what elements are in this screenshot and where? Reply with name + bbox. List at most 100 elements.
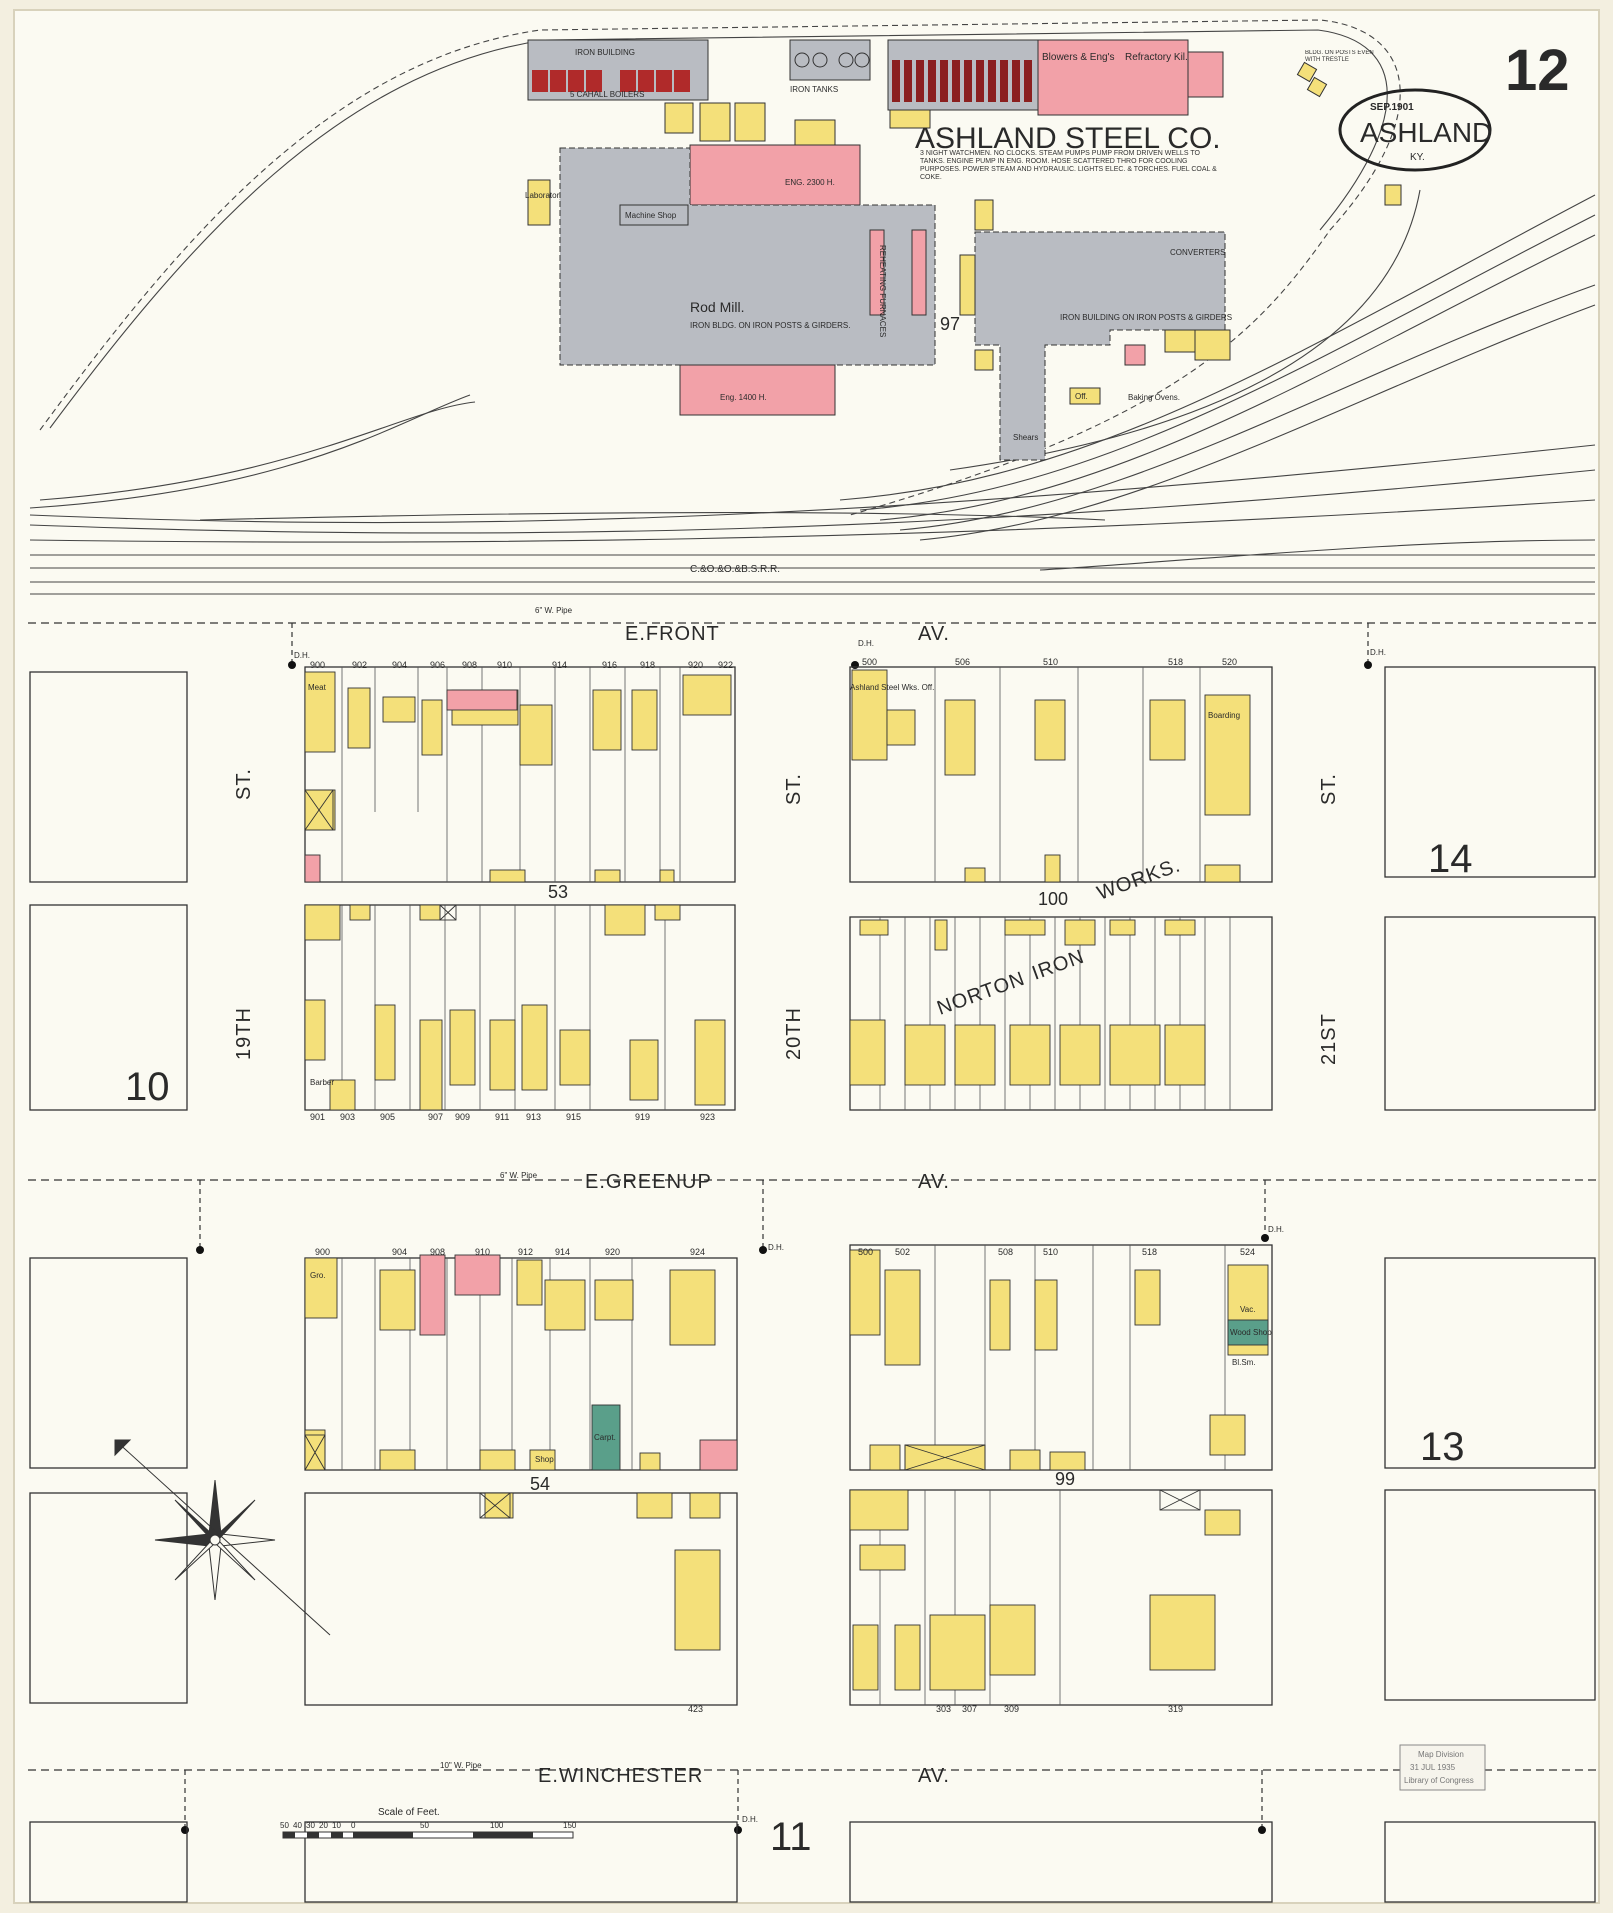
label-reheating: REHEATING FURNACES (878, 245, 887, 337)
library-stamp: Map Division 31 JUL 1935 Library of Cong… (1399, 1744, 1486, 1791)
addr-922: 922 (718, 660, 733, 670)
label-iron-tanks: IRON TANKS (790, 85, 838, 94)
pipe-front: 6" W. Pipe (535, 606, 573, 615)
pipe-winchester: 10" W. Pipe (440, 1761, 482, 1770)
street-e-front-av: AV. (918, 623, 950, 645)
addr-309: 309 (1004, 1704, 1019, 1714)
addr-902: 902 (352, 660, 367, 670)
block-97: 97 (940, 314, 960, 334)
addr-918: 918 (640, 660, 655, 670)
street-19th-st: ST. (233, 768, 255, 800)
addr-303: 303 (936, 1704, 951, 1714)
label-shop: Shop (535, 1455, 554, 1464)
pipe-greenup: 6" W. Pipe (500, 1171, 538, 1180)
addr-423: 423 (688, 1704, 703, 1714)
addr-g908: 908 (430, 1247, 445, 1257)
addr-g912: 912 (518, 1247, 533, 1257)
addr-923: 923 (700, 1112, 715, 1122)
street-e-front: E.FRONT (625, 623, 720, 645)
buildings (304, 669, 1269, 1691)
label-iron-building: IRON BUILDING (575, 48, 635, 57)
addr-903: 903 (340, 1112, 355, 1122)
addr-915: 915 (566, 1112, 581, 1122)
addr-910: 910 (497, 660, 512, 670)
label-vac: Vac. (1240, 1305, 1255, 1314)
street-19th: 19TH (233, 1007, 255, 1060)
scale-tick-100: 100 (490, 1821, 504, 1830)
addresses-greenup-north: 901 903 905 907 909 911 913 915 919 923 (310, 1112, 715, 1122)
addr-909: 909 (455, 1112, 470, 1122)
street-21st-st: ST. (1318, 773, 1340, 805)
label-refractory: Refractory Kil. (1125, 52, 1188, 63)
addr-g502: 502 (895, 1247, 910, 1257)
stamp-line1: Map Division (1418, 1750, 1464, 1759)
addr-506: 506 (955, 657, 970, 667)
addr-510: 510 (1043, 657, 1058, 667)
addr-g900: 900 (315, 1247, 330, 1257)
block-99: 99 (1055, 1469, 1075, 1489)
addr-518: 518 (1168, 657, 1183, 667)
ashland-steel-works: IRON BUILDING 5 CAHALL BOILERS IRON TANK… (525, 39, 1402, 461)
label-meat: Meat (308, 683, 327, 692)
adjacent-sheet-14: 14 (1428, 837, 1473, 881)
addr-906: 906 (430, 660, 445, 670)
addr-319: 319 (1168, 1704, 1183, 1714)
label-converters: CONVERTERS (1170, 248, 1225, 257)
stamp-line2: 31 JUL 1935 (1410, 1763, 1456, 1772)
addr-520: 520 (1222, 657, 1237, 667)
scale-tick-20: 20 (319, 1821, 328, 1830)
addr-900: 900 (310, 660, 325, 670)
addr-905: 905 (380, 1112, 395, 1122)
addr-307: 307 (962, 1704, 977, 1714)
label-bldg-on-posts: BLDG. ON POSTS EVEN WITH TRESTLE (1305, 50, 1374, 63)
block-100: 100 (1038, 889, 1068, 909)
street-20th: 20TH (783, 1007, 805, 1060)
label-rod-mill-note: IRON BLDG. ON IRON POSTS & GIRDERS. (690, 321, 850, 330)
street-lines (28, 622, 1600, 1830)
street-20th-st: ST. (783, 773, 805, 805)
city-name: ASHLAND (1360, 117, 1492, 148)
adjacent-sheet-13: 13 (1420, 1425, 1465, 1469)
adjacent-sheet-11: 11 (770, 1815, 812, 1859)
scale-tick-10: 10 (332, 1821, 341, 1830)
addr-914: 914 (552, 660, 567, 670)
label-steel-wks-off: Ashland Steel Wks. Off. (850, 683, 934, 692)
label-boilers: 5 CAHALL BOILERS (570, 90, 644, 99)
railroad-label: C.&O.&O.&B.S.R.R. (690, 564, 780, 575)
label-dh-5: D.H. (1268, 1225, 1284, 1234)
label-blowers: Blowers & Eng's (1042, 52, 1115, 63)
label-shears: Shears (1013, 433, 1038, 442)
addr-g518: 518 (1142, 1247, 1157, 1257)
compass-rose (114, 1439, 331, 1636)
label-dh-6: D.H. (742, 1815, 758, 1824)
steel-works-notes: 3 NIGHT WATCHMEN. NO CLOCKS. STEAM PUMPS… (920, 150, 1217, 181)
block-outlines (29, 666, 1596, 1903)
street-e-greenup: E.GREENUP (585, 1171, 712, 1193)
scale-tick-0: 0 (351, 1821, 356, 1830)
addr-g914: 914 (555, 1247, 570, 1257)
addr-g500: 500 (858, 1247, 873, 1257)
label-carpt: Carpt. (594, 1433, 616, 1442)
addr-500: 500 (862, 657, 877, 667)
label-barber: Barber (310, 1078, 334, 1087)
addr-g508: 508 (998, 1247, 1013, 1257)
addr-911: 911 (495, 1112, 509, 1122)
addresses-greenup-south: 900 904 908 910 912 914 920 924 500 502 … (315, 1247, 1255, 1257)
addr-g904: 904 (392, 1247, 407, 1257)
addresses-winchester: 423 303 307 309 319 (688, 1704, 1183, 1714)
street-21st: 21ST (1318, 1013, 1340, 1065)
scale-tick-40: 40 (293, 1821, 302, 1830)
label-iron-building-note: IRON BUILDING ON IRON POSTS & GIRDERS (1060, 313, 1232, 322)
scale-bar: Scale of Feet. 50 40 30 20 10 0 50 100 1… (280, 1807, 577, 1839)
addresses-front: 900 902 904 906 908 910 914 916 918 920 … (310, 657, 1237, 670)
addr-g924: 924 (690, 1247, 705, 1257)
sheet-number: 12 (1505, 38, 1570, 103)
steel-works-title: ASHLAND STEEL CO. (915, 122, 1221, 155)
label-wood-shop: Wood Shop (1230, 1328, 1272, 1337)
addr-920: 920 (688, 660, 703, 670)
scale-tick-150: 150 (563, 1821, 577, 1830)
label-office: Off. (1075, 392, 1088, 401)
scale-tick-50a: 50 (280, 1821, 289, 1830)
label-laboratory: Laboratory (525, 191, 563, 200)
